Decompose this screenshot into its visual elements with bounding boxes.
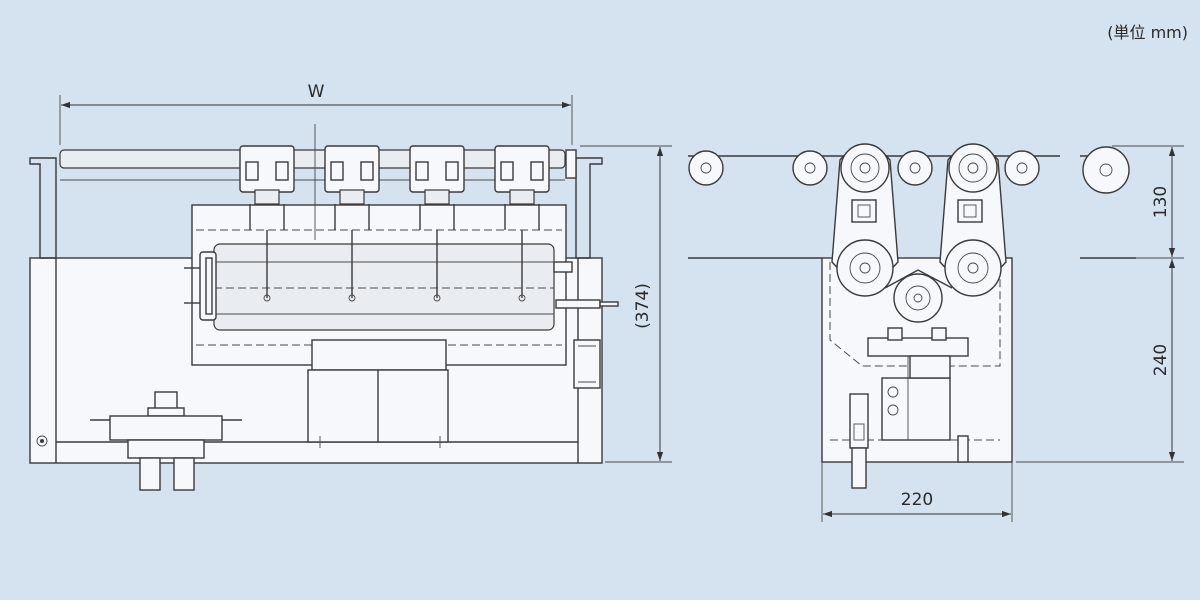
valve-unit xyxy=(90,391,242,491)
roller-unit xyxy=(409,145,465,302)
bolt-icon xyxy=(36,435,48,447)
upper-height-label: 130 xyxy=(1151,186,1171,218)
guide-bar xyxy=(59,149,566,169)
roller-unit xyxy=(494,145,550,302)
pulley-icon xyxy=(688,150,724,186)
height-label: (374) xyxy=(633,283,653,329)
unit-note: (単位 mm) xyxy=(1107,23,1188,42)
front-view: W (374) xyxy=(29,82,672,491)
pulley-icon xyxy=(1004,150,1040,186)
roller-unit xyxy=(239,145,295,302)
roller-unit xyxy=(324,145,380,302)
side-view: 220 130 240 xyxy=(688,143,1184,522)
pulley-icon xyxy=(792,150,828,186)
width-label: W xyxy=(308,82,325,102)
pulley-icon xyxy=(1082,146,1130,194)
side-width-label: 220 xyxy=(901,490,933,510)
lower-height-label: 240 xyxy=(1151,344,1171,376)
pulley-icon xyxy=(897,150,933,186)
